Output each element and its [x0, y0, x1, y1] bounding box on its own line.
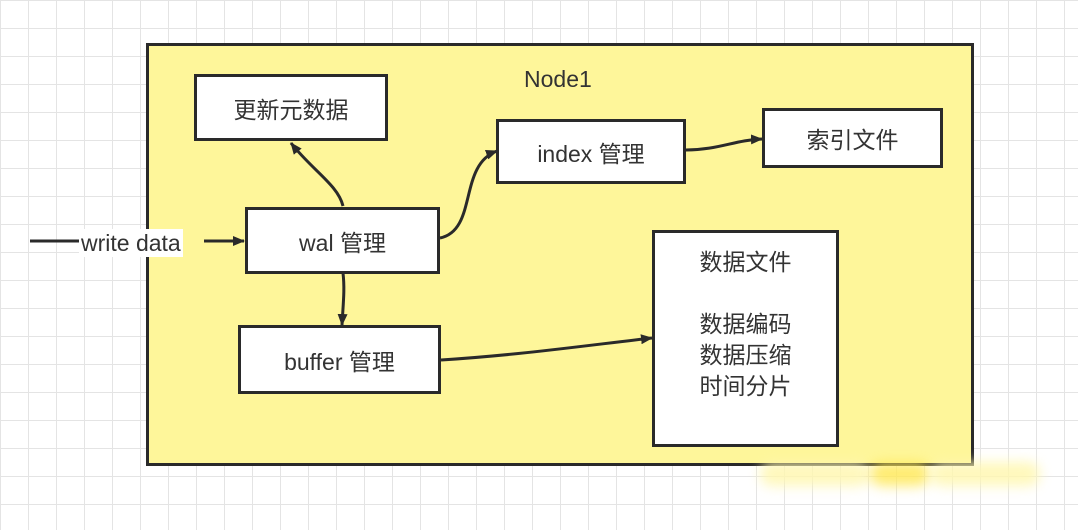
data-file-item: 数据编码 — [699, 311, 792, 337]
data-file-item: 时间分片 — [699, 373, 792, 399]
wal-manager-box: wal 管理 — [245, 207, 440, 274]
edge-index-to-file — [685, 134, 763, 152]
input-label: write data — [79, 229, 183, 257]
data-file-title: 数据文件 — [699, 249, 792, 275]
watermark-blur — [930, 462, 1040, 486]
container-title: Node1 — [524, 66, 592, 92]
edge-wal-to-metadata — [289, 142, 345, 207]
edge-buffer-to-datafile — [440, 334, 653, 362]
buffer-manager-box: buffer 管理 — [238, 325, 441, 394]
index-manager-box: index 管理 — [496, 119, 686, 184]
index-file-box: 索引文件 — [762, 108, 943, 168]
watermark-blur — [870, 462, 930, 486]
data-file-item: 数据压缩 — [699, 342, 792, 368]
update-metadata-box: 更新元数据 — [194, 74, 388, 141]
edge-wal-to-buffer — [337, 272, 348, 326]
edge-wal-to-index — [439, 149, 498, 240]
watermark-blur — [760, 462, 870, 486]
data-file-box: 数据文件 数据编码 数据压缩 时间分片 — [652, 230, 839, 447]
